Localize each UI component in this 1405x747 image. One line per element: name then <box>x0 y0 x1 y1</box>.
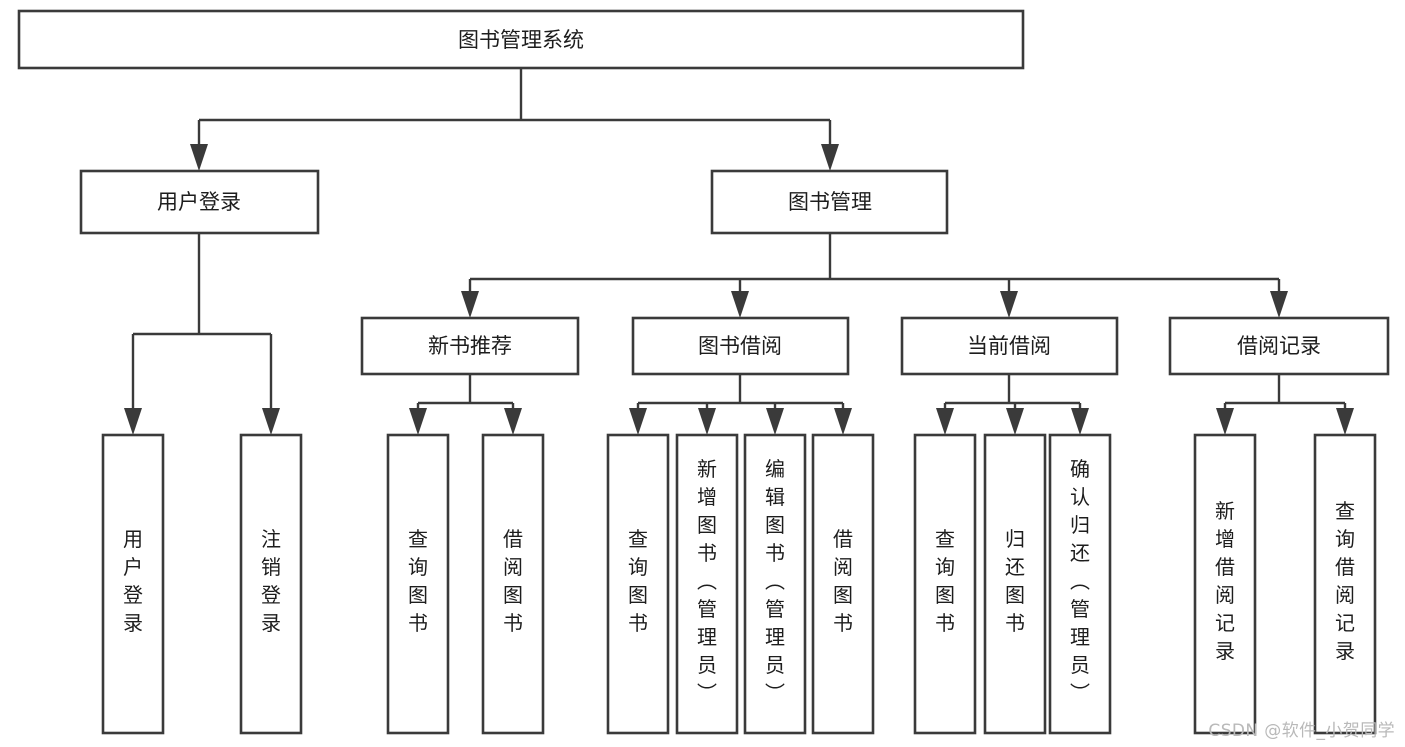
current-borrow-label: 当前借阅 <box>967 334 1051 358</box>
arrow-head-leaf-add-book-admin <box>698 408 716 435</box>
leaf-user-login-label: 用户登录 <box>123 527 143 635</box>
arrow-head-leaf-return-book <box>1006 408 1024 435</box>
leaf-confirm-return-admin-label: 确认归还︵管理员︶ <box>1070 457 1090 705</box>
arrow-head-leaf-query-borrow-record <box>1336 408 1354 435</box>
arrow-head-leaf-query-book-borrow <box>629 408 647 435</box>
user-login-label: 用户登录 <box>157 190 241 214</box>
arrow-head-leaf-query-book-current <box>936 408 954 435</box>
book-manage-label: 图书管理 <box>788 190 872 214</box>
arrow-head-leaf-borrow-book-recommend <box>504 408 522 435</box>
node-root[interactable]: 图书管理系统 <box>17 9 1025 70</box>
node-leaf-query-book-borrow[interactable]: 查询图书 <box>606 433 670 735</box>
leaf-confirm-return-admin-box[interactable] <box>1048 433 1112 735</box>
node-leaf-return-book[interactable]: 归还图书 <box>983 433 1047 735</box>
leaf-edit-book-admin-box[interactable] <box>743 433 807 735</box>
node-new-book-recommend[interactable]: 新书推荐 <box>360 316 580 376</box>
node-leaf-borrow-book-recommend[interactable]: 借阅图书 <box>481 433 545 735</box>
current-borrow-box[interactable] <box>900 316 1119 376</box>
borrow-record-box[interactable] <box>1168 316 1390 376</box>
leaf-add-borrow-record-label: 新增借阅记录 <box>1215 499 1235 663</box>
arrow-head-leaf-add-borrow-record <box>1216 408 1234 435</box>
node-leaf-user-login[interactable]: 用户登录 <box>101 433 165 735</box>
book-manage-box[interactable] <box>710 169 949 235</box>
new-book-recommend-box[interactable] <box>360 316 580 376</box>
leaf-add-borrow-record-box[interactable] <box>1193 433 1257 735</box>
arrow-head-borrow-record <box>1270 291 1288 318</box>
arrow-head-leaf-edit-book-admin <box>766 408 784 435</box>
leaf-logout-box[interactable] <box>239 433 303 735</box>
arrow-head-user-login <box>190 144 208 171</box>
book-borrow-label: 图书借阅 <box>698 334 782 358</box>
leaf-borrow-book-box[interactable] <box>811 433 875 735</box>
node-leaf-edit-book-admin[interactable]: 编辑图书︵管理员︶ <box>743 433 807 735</box>
borrow-record-label: 借阅记录 <box>1237 334 1321 358</box>
leaf-return-book-box[interactable] <box>983 433 1047 735</box>
leaf-query-book-borrow-box[interactable] <box>606 433 670 735</box>
node-leaf-add-book-admin[interactable]: 新增图书︵管理员︶ <box>675 433 739 735</box>
node-leaf-confirm-return-admin[interactable]: 确认归还︵管理员︶ <box>1048 433 1112 735</box>
leaf-return-book-label: 归还图书 <box>1005 527 1025 635</box>
arrow-head-book-manage <box>821 144 839 171</box>
leaf-query-book-current-label: 查询图书 <box>935 527 955 635</box>
leaf-query-book-current-box[interactable] <box>913 433 977 735</box>
leaf-borrow-book-recommend-box[interactable] <box>481 433 545 735</box>
leaf-query-book-recommend-box[interactable] <box>386 433 450 735</box>
arrow-head-leaf-logout <box>262 408 280 435</box>
arrow-head-leaf-borrow-book <box>834 408 852 435</box>
node-current-borrow[interactable]: 当前借阅 <box>900 316 1119 376</box>
arrow-head-new-book-recommend <box>461 291 479 318</box>
arrow-head-current-borrow <box>1000 291 1018 318</box>
node-leaf-borrow-book[interactable]: 借阅图书 <box>811 433 875 735</box>
leaf-node-layer: 用户登录 注销登录 查询图书 借阅图书 查询图书 新增图书︵管理员︶ 编辑图书︵管理员︶ 借阅… <box>101 433 1377 735</box>
leaf-edit-book-admin-label: 编辑图书︵管理员︶ <box>765 457 785 705</box>
leaf-borrow-book-label: 借阅图书 <box>833 527 853 635</box>
leaf-query-borrow-record-label: 查询借阅记录 <box>1335 499 1355 663</box>
node-user-login[interactable]: 用户登录 <box>79 169 320 235</box>
leaf-query-book-recommend-label: 查询图书 <box>408 527 428 635</box>
leaf-add-book-admin-box[interactable] <box>675 433 739 735</box>
node-book-manage[interactable]: 图书管理 <box>710 169 949 235</box>
node-leaf-query-borrow-record[interactable]: 查询借阅记录 <box>1313 433 1377 735</box>
arrow-head-leaf-query-book-recommend <box>409 408 427 435</box>
arrow-head-leaf-confirm-return-admin <box>1071 408 1089 435</box>
arrow-head-leaf-user-login <box>124 408 142 435</box>
root-label: 图书管理系统 <box>458 28 584 52</box>
leaf-user-login-box[interactable] <box>101 433 165 735</box>
node-leaf-logout[interactable]: 注销登录 <box>239 433 303 735</box>
node-borrow-record[interactable]: 借阅记录 <box>1168 316 1390 376</box>
csdn-watermark: CSDN @软件_小贺同学 <box>1208 721 1395 741</box>
book-borrow-box[interactable] <box>631 316 850 376</box>
leaf-borrow-book-recommend-label: 借阅图书 <box>503 527 523 635</box>
arrow-head-book-borrow <box>731 291 749 318</box>
node-leaf-query-book-current[interactable]: 查询图书 <box>913 433 977 735</box>
node-leaf-add-borrow-record[interactable]: 新增借阅记录 <box>1193 433 1257 735</box>
node-book-borrow[interactable]: 图书借阅 <box>631 316 850 376</box>
leaf-query-book-borrow-label: 查询图书 <box>628 527 648 635</box>
user-login-box[interactable] <box>79 169 320 235</box>
leaf-add-book-admin-label: 新增图书︵管理员︶ <box>697 457 717 705</box>
node-leaf-query-book-recommend[interactable]: 查询图书 <box>386 433 450 735</box>
leaf-query-borrow-record-box[interactable] <box>1313 433 1377 735</box>
root-box[interactable] <box>17 9 1025 70</box>
new-book-recommend-label: 新书推荐 <box>428 334 512 358</box>
connector-layer <box>124 68 1354 435</box>
leaf-logout-label: 注销登录 <box>261 527 281 635</box>
